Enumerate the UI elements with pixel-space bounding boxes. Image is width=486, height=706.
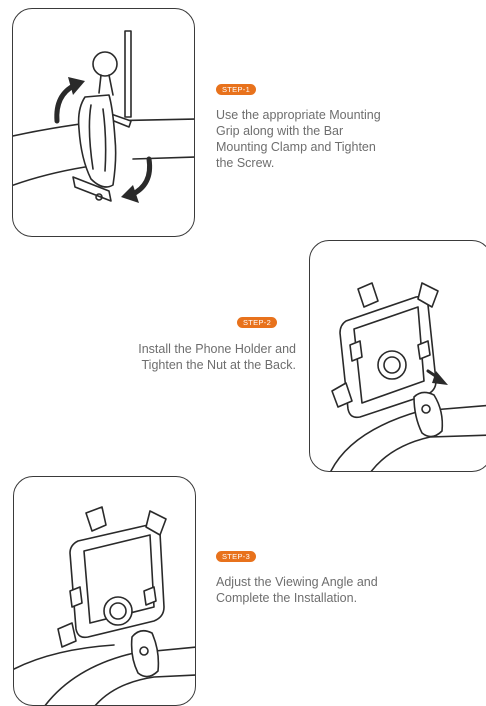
step-2-illustration — [309, 240, 486, 472]
step-1-instructions: Use the appropriate Mounting Grip along … — [216, 107, 431, 171]
step-3-badge: STEP-3 — [216, 551, 256, 562]
step-1-illustration — [12, 8, 195, 237]
step-3-instructions: Adjust the Viewing Angle and Complete th… — [216, 574, 446, 606]
step-1-line: Grip along with the Bar — [216, 123, 431, 139]
step-2-line: Tighten the Nut at the Back. — [96, 357, 296, 373]
viewing-angle-drawing — [14, 477, 196, 706]
step-1-badge: STEP-1 — [216, 84, 256, 95]
step-3-illustration — [13, 476, 196, 706]
step-1-line: Mounting Clamp and Tighten — [216, 139, 431, 155]
bar-clamp-drawing — [13, 9, 195, 237]
step-3-line: Adjust the Viewing Angle and — [216, 574, 446, 590]
step-2-instructions: Install the Phone Holder and Tighten the… — [96, 341, 296, 373]
phone-holder-install-drawing — [310, 241, 486, 472]
step-2-line: Install the Phone Holder and — [96, 341, 296, 357]
step-1-line: Use the appropriate Mounting — [216, 107, 431, 123]
step-1-line: the Screw. — [216, 155, 431, 171]
step-2-badge: STEP-2 — [237, 317, 277, 328]
step-3-line: Complete the Installation. — [216, 590, 446, 606]
